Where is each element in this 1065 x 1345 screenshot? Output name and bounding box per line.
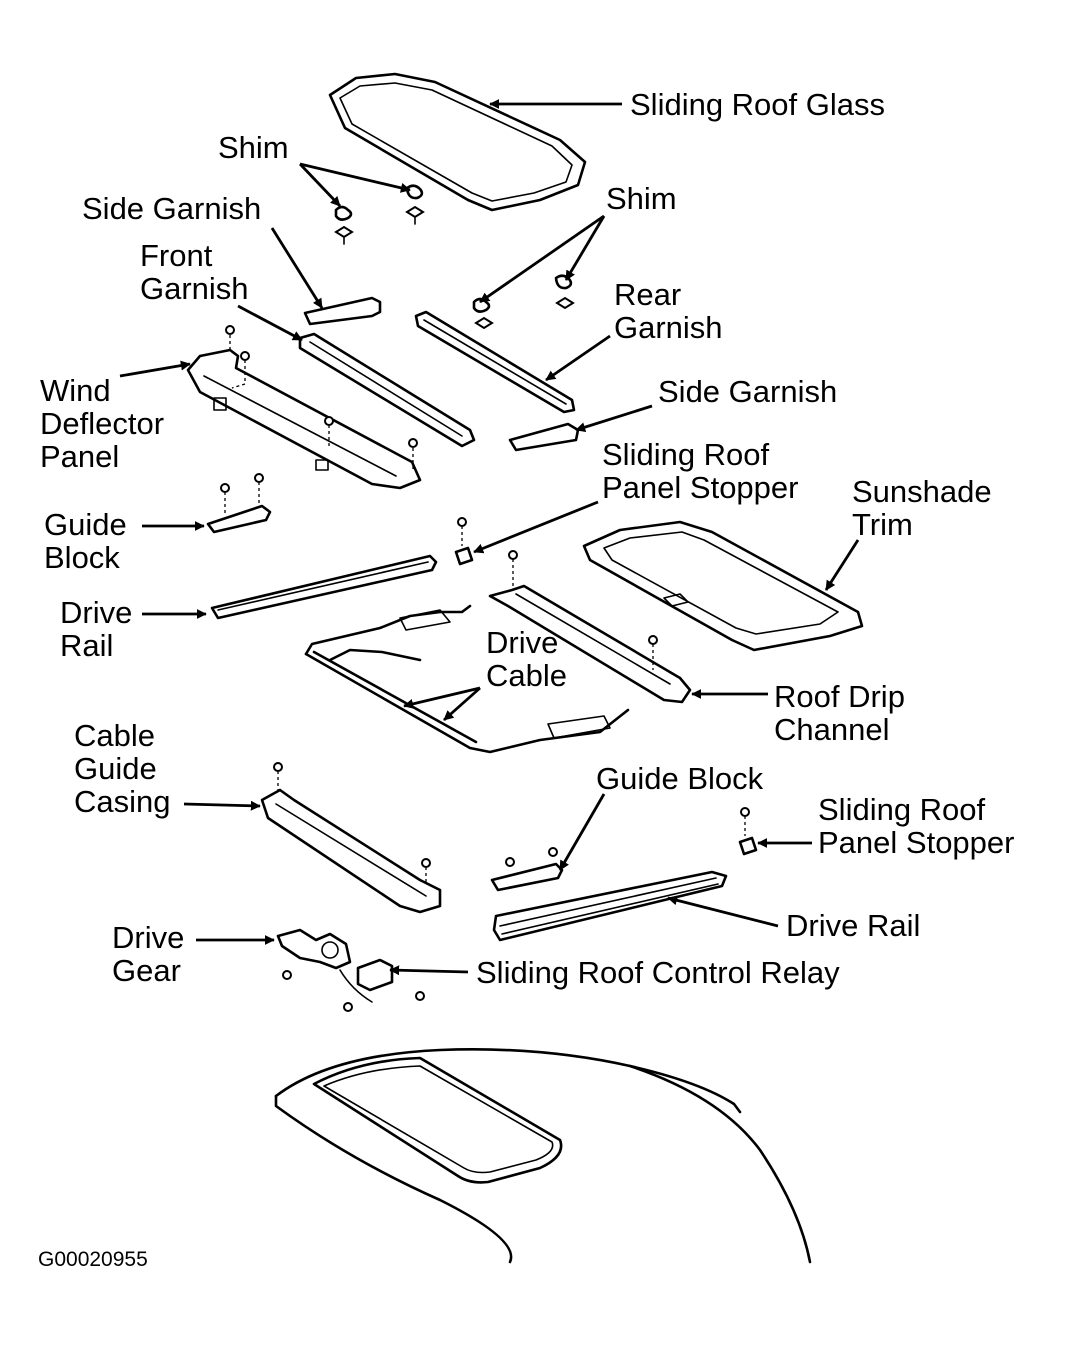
shim-left-parts: [334, 184, 425, 245]
shim-right-parts: [472, 274, 575, 330]
guide-block-left-part: [206, 473, 272, 534]
panel-stopper-upper-part: [454, 517, 474, 566]
front-garnish-part: [298, 332, 476, 448]
label-shim-right: Shim: [606, 181, 677, 216]
drive-gear-part: [276, 928, 373, 1012]
label-drive-rail-left: Drive Rail: [60, 595, 133, 663]
label-panel-stopper-upper: Sliding Roof Panel Stopper: [602, 437, 799, 505]
label-side-garnish-right: Side Garnish: [658, 374, 838, 409]
side-garnish-right-part: [508, 422, 580, 452]
guide-block-right-part: [490, 847, 564, 892]
cable-guide-casing-part: [260, 762, 442, 914]
sliding-roof-glass-part: [328, 72, 587, 212]
control-relay-part: [356, 958, 425, 1001]
label-front-garnish: Front Garnish: [140, 238, 249, 306]
label-cable-guide-casing: Cable Guide Casing: [74, 718, 171, 819]
label-roof-drip-channel: Roof Drip Channel: [774, 679, 905, 747]
drive-cable-part: [304, 604, 630, 754]
label-guide-block-left: Guide Block: [44, 507, 127, 575]
drive-rail-right-part: [492, 870, 728, 942]
label-sliding-roof-control-relay: Sliding Roof Control Relay: [476, 955, 840, 990]
label-rear-garnish: Rear Garnish: [614, 277, 723, 345]
label-drive-gear: Drive Gear: [112, 920, 185, 988]
label-wind-deflector-panel: Wind Deflector Panel: [40, 373, 165, 474]
label-drive-rail-right: Drive Rail: [786, 908, 921, 943]
label-sunshade-trim: Sunshade Trim: [852, 474, 992, 542]
side-garnish-left-part: [303, 296, 382, 326]
label-sliding-roof-glass: Sliding Roof Glass: [630, 87, 886, 122]
sunshade-trim-part: [582, 520, 864, 652]
label-panel-stopper-lower: Sliding Roof Panel Stopper: [818, 792, 1015, 860]
figure-code: G00020955: [38, 1248, 148, 1271]
wind-deflector-panel-part: [186, 325, 422, 490]
label-drive-cable: Drive Cable: [486, 625, 567, 693]
rear-garnish-part: [414, 310, 576, 414]
car-roof-outline: [274, 1048, 812, 1264]
leader-lines: [119, 99, 860, 976]
panel-stopper-lower-part: [738, 807, 758, 856]
label-guide-block-right: Guide Block: [596, 761, 764, 796]
roof-drip-channel-part: [488, 550, 692, 704]
label-shim-left: Shim: [218, 130, 289, 165]
drive-rail-left-part: [210, 554, 438, 620]
label-side-garnish-left: Side Garnish: [82, 191, 262, 226]
